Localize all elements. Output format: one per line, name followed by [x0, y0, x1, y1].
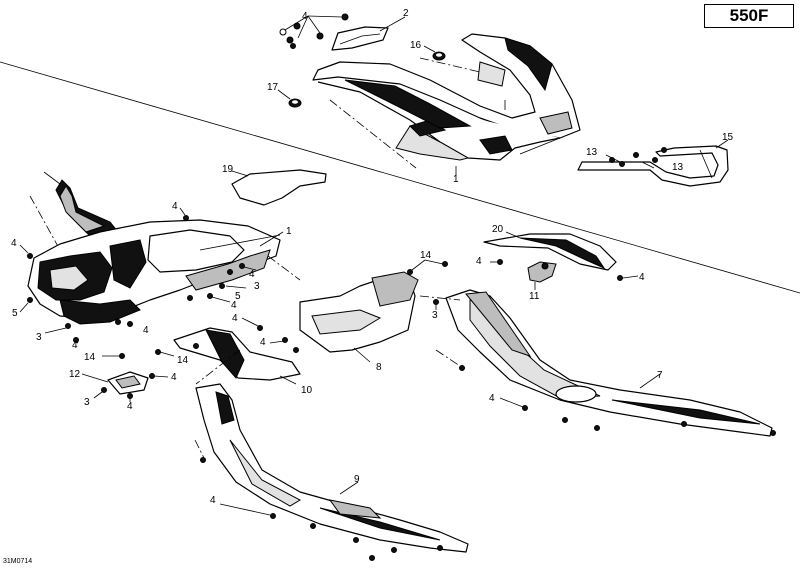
part-8-center-panel [241, 259, 448, 363]
callout-4-leftlow: 4 [72, 340, 78, 351]
part-15-bumper [577, 139, 729, 187]
callout-5-panel: 5 [235, 291, 241, 302]
callout-14-left: 14 [84, 352, 96, 363]
callout-14-mid: 14 [177, 355, 189, 366]
part-1-side-panel [27, 219, 284, 325]
callout-4-board-right: 4 [489, 393, 495, 404]
callout-2: 2 [403, 8, 409, 19]
part-11-clip [490, 259, 639, 290]
callout-6: 4 [302, 11, 308, 22]
callout-11: 11 [529, 291, 540, 302]
part-1-hood-upper [312, 33, 581, 176]
callout-1-hood: 1 [453, 174, 459, 185]
callout-19: 20 [492, 224, 504, 235]
callout-16-lower: 17 [267, 82, 279, 93]
callout-3-right: 3 [432, 310, 438, 321]
diagram-code: 31M0714 [3, 558, 33, 565]
callout-13-left: 13 [586, 147, 598, 158]
callout-4-left: 4 [11, 238, 17, 249]
callout-4-panel-a: 4 [249, 269, 255, 280]
callout-4-mid: 4 [143, 325, 149, 336]
part-17-pad [231, 169, 327, 206]
callout-4-right-a: 4 [476, 256, 482, 267]
part-7-running-board [435, 289, 776, 437]
callout-15: 15 [722, 132, 734, 143]
part-19-deflector [483, 231, 617, 271]
callout-13-right: 13 [672, 162, 684, 173]
callout-5-left: 5 [12, 308, 18, 319]
part-16-grommets [277, 45, 446, 108]
model-label: 550F [704, 4, 794, 28]
callout-8: 8 [376, 362, 382, 373]
callout-3-bracket: 3 [84, 397, 90, 408]
callout-3-panel: 3 [254, 281, 260, 292]
part-10-lower-panel [102, 327, 301, 385]
part-9-running-board [194, 383, 469, 561]
callout-14-right: 14 [420, 250, 432, 261]
callout-12: 12 [69, 369, 81, 380]
callout-labels: 4 2 16 17 1 15 13 13 19 4 1 4 5 3 4 4 4 … [11, 8, 734, 506]
callout-10: 10 [301, 385, 313, 396]
callout-4-bracket-b: 4 [127, 401, 133, 412]
callout-4-panel-b: 4 [231, 300, 237, 311]
callout-7: 7 [657, 370, 663, 381]
part-1-fasteners [19, 207, 257, 344]
alignment-lines [195, 57, 481, 385]
part-2-trim [331, 16, 406, 51]
part-20-bracket [29, 171, 119, 251]
callout-1-side: 1 [286, 226, 292, 237]
callout-4-center-b: 4 [260, 337, 266, 348]
part-6-screws [279, 13, 349, 49]
callout-4-right-b: 4 [639, 272, 645, 283]
callout-4-top: 4 [172, 201, 178, 212]
callout-17: 19 [222, 164, 234, 175]
callout-3-left: 3 [36, 332, 42, 343]
part-12-bracket [81, 371, 169, 402]
section-divider-line [0, 61, 800, 294]
callout-16-upper: 16 [410, 40, 422, 51]
callout-4-bracket: 4 [171, 372, 177, 383]
callout-9: 9 [354, 474, 360, 485]
callout-4-center: 4 [232, 313, 238, 324]
callout-4-board-left: 4 [210, 495, 216, 506]
